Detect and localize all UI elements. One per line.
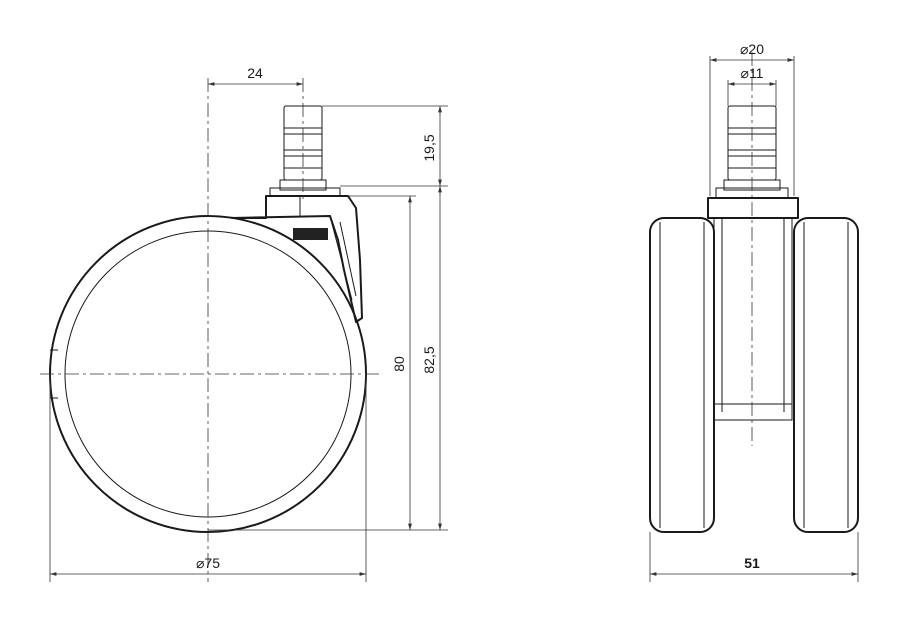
side-view: 24 19,5 80 82,5 ⌀75 (40, 65, 448, 582)
dim-stem-height: 19,5 (421, 134, 437, 161)
side-fork (231, 195, 363, 323)
side-wheel-edge (50, 349, 58, 399)
dim-outer-diameter: ⌀20 (740, 41, 764, 57)
front-housing (707, 197, 799, 219)
dim-wheel-diameter: ⌀75 (196, 555, 220, 571)
side-stem (269, 105, 341, 197)
dim-wheel-height: 80 (391, 356, 407, 372)
brand-logo (293, 228, 328, 240)
dim-total-height: 82,5 (421, 346, 437, 373)
dim-inner-diameter: ⌀11 (741, 65, 764, 81)
front-view: ⌀20 ⌀11 51 (649, 41, 859, 582)
front-wheel-right (793, 217, 859, 533)
front-axle (713, 403, 793, 421)
dim-total-width: 51 (744, 555, 760, 571)
dim-offset: 24 (247, 65, 263, 81)
side-fork-inner (299, 196, 357, 301)
